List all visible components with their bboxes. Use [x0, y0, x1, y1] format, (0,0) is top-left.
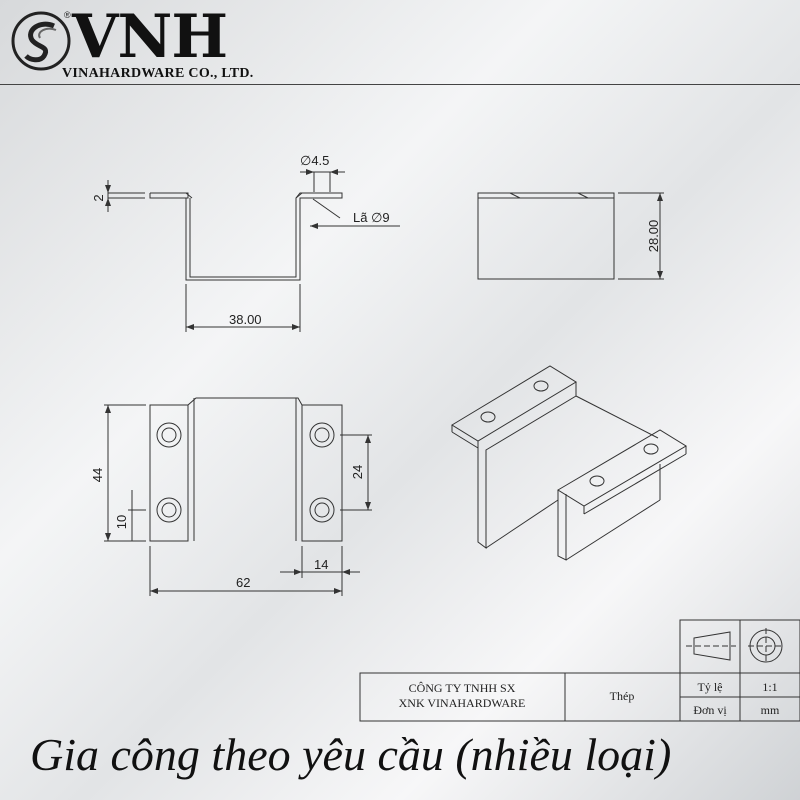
- dim-total-width: 62: [236, 575, 250, 590]
- caption: Gia công theo yêu cầu (nhiều loại): [30, 729, 672, 780]
- title-scale-label: Tỷ lệ: [698, 680, 723, 694]
- dim-flange-width: 14: [314, 557, 328, 572]
- title-block: [359, 619, 800, 722]
- brand-name: VNH: [72, 2, 228, 72]
- dim-height-top: 44: [90, 468, 105, 482]
- title-unit-value: mm: [761, 703, 780, 717]
- registered-mark: ®: [64, 10, 71, 20]
- dim-hole-spacing: 24: [350, 465, 365, 479]
- title-scale-value: 1:1: [762, 680, 777, 694]
- dim-hole-offset: 10: [114, 515, 129, 529]
- company-name: VINAHARDWARE CO., LTD.: [62, 66, 254, 81]
- dim-height-side: 28.00: [646, 220, 661, 253]
- header-rule: [0, 84, 800, 85]
- side-view: [477, 192, 664, 280]
- vnh-logo-icon: [11, 11, 71, 71]
- top-view: [104, 397, 372, 596]
- dim-thickness: 2: [91, 194, 106, 201]
- title-unit-label: Đơn vị: [693, 703, 727, 717]
- title-company-line1: CÔNG TY TNHH SX: [409, 681, 516, 695]
- front-view: [107, 171, 400, 332]
- dim-countersink: Lã ∅9: [353, 210, 390, 225]
- isometric-view: [451, 365, 687, 561]
- dim-hole-diameter: ∅4.5: [300, 153, 329, 168]
- dimension-arrows: [105, 169, 663, 594]
- header: ® VNH VINAHARDWARE CO., LTD.: [0, 0, 800, 86]
- dim-width-front: 38.00: [229, 312, 262, 327]
- title-company-line2: XNK VINAHARDWARE: [399, 696, 526, 710]
- title-material: Thép: [610, 689, 635, 703]
